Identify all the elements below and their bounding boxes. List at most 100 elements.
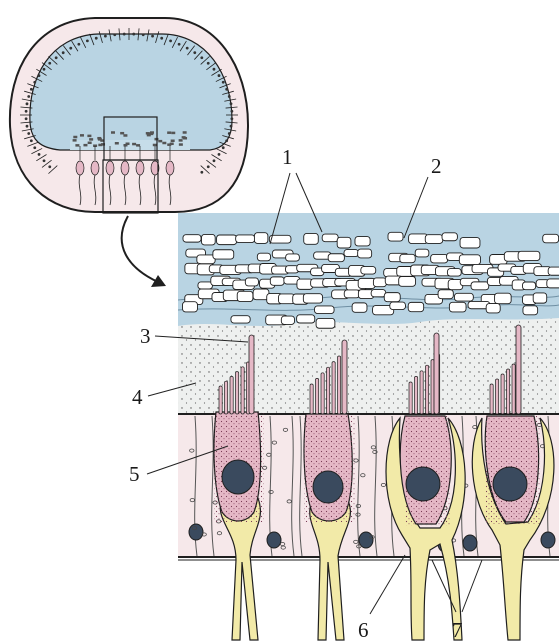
wall-cell-nucleus — [43, 159, 46, 162]
wall-cell-nucleus — [48, 165, 51, 168]
otoconium-crystal — [231, 316, 250, 323]
macula-crystal — [88, 142, 92, 145]
stereocilium — [409, 382, 412, 414]
otoconium-crystal — [442, 233, 457, 241]
wall-cell-nucleus — [230, 125, 233, 128]
wall-cell-nucleus — [86, 40, 89, 43]
otoconium-crystal — [198, 282, 213, 289]
otoconium-crystal — [304, 233, 319, 244]
otoconium-crystal — [415, 249, 429, 257]
supporting-cell-nucleus — [541, 532, 555, 548]
wall-cell-nucleus — [25, 117, 28, 120]
otoconium-crystal — [297, 315, 315, 323]
otoconium-crystal — [328, 254, 344, 262]
otoconium-crystal — [547, 279, 559, 288]
macula-hair-cell — [106, 161, 114, 175]
macula-crystal — [89, 138, 93, 141]
stereocilium — [512, 364, 515, 414]
wall-cell-nucleus — [225, 88, 228, 91]
wall-cell-nucleus — [225, 139, 228, 142]
detail-view — [178, 213, 559, 640]
stereocilium — [236, 372, 239, 414]
otoconium-crystal — [471, 282, 489, 290]
stereocilium — [426, 365, 429, 414]
kinocilium — [342, 340, 347, 414]
wall-cell-nucleus — [48, 62, 51, 65]
otoconium-crystal — [278, 294, 294, 304]
nucleus — [313, 471, 343, 503]
otoconium-crystal — [543, 234, 559, 242]
wall-cell-nucleus — [186, 47, 189, 50]
stereocilium — [321, 373, 324, 414]
otoconium-crystal — [431, 254, 448, 263]
wall-cell-nucleus — [104, 35, 107, 38]
macula-crystal — [83, 144, 87, 147]
otoconium-crystal — [237, 291, 253, 301]
otoconium-crystal — [522, 282, 535, 290]
stereocilium — [507, 369, 510, 414]
wall-cell-nucleus — [222, 81, 225, 84]
wall-cell-nucleus — [193, 51, 196, 54]
macula-crystal — [162, 142, 166, 145]
nucleus — [222, 460, 254, 494]
macula-hair-cell — [76, 161, 84, 175]
otoconium-crystal — [373, 278, 386, 287]
macula-crystal — [111, 131, 115, 134]
otoconium-crystal — [183, 302, 198, 312]
otoconium-crystal — [316, 318, 335, 328]
wall-cell-nucleus — [26, 102, 29, 105]
stereocilium — [496, 379, 499, 414]
wall-cell-nucleus — [123, 33, 126, 36]
macula-crystal — [123, 144, 127, 147]
otoconium-crystal — [408, 302, 423, 311]
label-3: 3 — [140, 324, 151, 348]
wall-cell-nucleus — [213, 159, 216, 162]
wall-cell-nucleus — [230, 117, 233, 120]
otoconium-crystal — [486, 304, 500, 313]
wall-cell-nucleus — [69, 47, 72, 50]
wall-cell-nucleus — [228, 132, 231, 135]
otoconium-crystal — [197, 255, 215, 264]
label-6: 6 — [358, 618, 369, 642]
otoconium-crystal — [459, 255, 480, 265]
macula-crystal — [73, 136, 77, 139]
wall-cell-nucleus — [207, 62, 210, 65]
wall-cell-nucleus — [38, 74, 41, 77]
otoconium-crystal — [254, 233, 267, 244]
otoconium-crystal — [355, 237, 370, 246]
macula-crystal — [167, 131, 171, 134]
otoconium-crystal — [217, 235, 237, 245]
otoconium-crystal — [399, 277, 416, 287]
wall-cell-nucleus — [33, 81, 36, 84]
wall-cell-nucleus — [95, 37, 98, 40]
otoconium-crystal — [438, 290, 453, 299]
macula-hair-cell — [121, 161, 129, 175]
stereocilium — [241, 367, 244, 414]
label-4: 4 — [132, 385, 143, 409]
macula-crystal — [123, 134, 127, 137]
otoconium-crystal — [257, 253, 270, 261]
otoconium-crystal — [390, 302, 406, 309]
stereocilium — [327, 367, 330, 414]
otoconium-crystal — [322, 234, 338, 242]
otoconium-crystal — [352, 303, 367, 312]
stereocilium — [332, 362, 335, 414]
macula-crystal — [153, 144, 157, 147]
otoconium-crystal — [286, 254, 300, 261]
label-5: 5 — [129, 462, 140, 486]
otoconium-crystal — [236, 235, 255, 243]
macula-crystal — [179, 139, 183, 142]
wall-cell-nucleus — [213, 68, 216, 71]
wall-cell-nucleus — [132, 33, 135, 36]
stereocilium — [490, 384, 493, 414]
overview-sac — [10, 18, 248, 213]
macula-crystal — [147, 134, 151, 137]
macula-crystal — [183, 137, 187, 140]
supporting-cell-nucleus — [267, 532, 281, 548]
macula-hair-cell — [91, 161, 99, 175]
otoconium-crystal — [460, 238, 480, 248]
macula-hair-cell — [166, 161, 174, 175]
otoconium-crystal — [384, 293, 400, 302]
